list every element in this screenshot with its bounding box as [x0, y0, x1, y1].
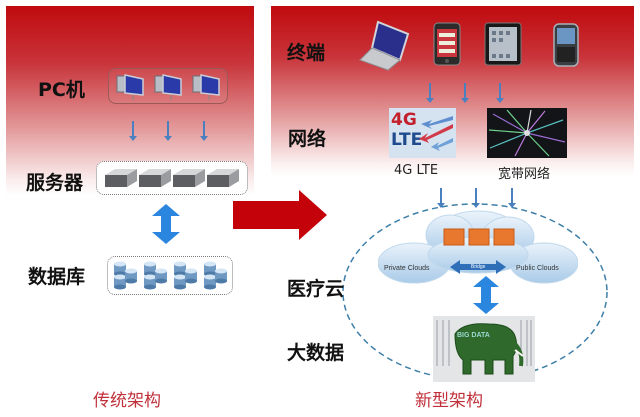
database-icon — [204, 261, 227, 290]
medical-cloud-label: 医疗云 — [287, 278, 345, 300]
server-label: 服务器 — [26, 172, 84, 194]
broadband-icon — [487, 108, 567, 158]
big-data-elephant-image — [433, 316, 535, 382]
down-arrow-icon — [200, 121, 208, 141]
server-group — [96, 161, 248, 195]
private-clouds-label: Private Clouds — [384, 265, 430, 272]
lte-icon-4g-text: 4G — [391, 110, 417, 130]
cloud-icon — [378, 210, 578, 284]
terminal-label: 终端 — [287, 42, 326, 64]
server-icon — [105, 169, 137, 187]
down-arrow-icon — [164, 121, 172, 141]
big-data-label: 大数据 — [287, 342, 345, 364]
traditional-architecture-caption: 传统架构 — [93, 391, 161, 411]
bridge-label: Bridge — [471, 264, 486, 270]
server-icons — [105, 169, 239, 187]
server-icon — [207, 169, 239, 187]
database-icon — [144, 261, 167, 290]
big-data-image-text: BIG DATA — [457, 332, 490, 339]
network-label: 网络 — [288, 128, 327, 150]
pc-icon — [154, 74, 182, 100]
database-label: 数据库 — [28, 266, 86, 288]
bidirectional-arrow-icon — [473, 276, 499, 314]
down-arrow-icon — [461, 83, 469, 103]
down-arrow-icon — [437, 188, 445, 208]
server-icon — [173, 169, 205, 187]
lte-icon: 4G LTE — [389, 108, 456, 158]
pc-icon — [116, 74, 144, 100]
laptop-icon — [359, 20, 410, 71]
down-arrow-icon — [508, 188, 516, 208]
pc-label: PC机 — [38, 79, 85, 101]
bidirectional-arrow-icon — [152, 204, 180, 244]
lte-label: 4G LTE — [394, 163, 439, 178]
lte-icon-lte-text: LTE — [391, 130, 423, 150]
down-arrow-icon — [472, 188, 480, 208]
blackberry-phone-icon — [553, 23, 579, 67]
down-arrow-icon — [426, 83, 434, 103]
public-clouds-label: Public Clouds — [516, 265, 559, 272]
database-group — [107, 256, 233, 295]
smartphone-icon — [433, 22, 461, 66]
database-icon — [114, 261, 137, 290]
signal-arrows-icon — [419, 116, 453, 151]
database-icons — [114, 261, 227, 290]
server-icon — [139, 169, 171, 187]
broadband-label: 宽带网络 — [498, 167, 551, 182]
pc-group — [108, 68, 228, 104]
new-architecture-caption: 新型架构 — [415, 391, 483, 411]
database-icon — [174, 261, 197, 290]
transition-arrow-icon — [233, 190, 327, 240]
tablet-icon — [484, 22, 522, 66]
down-arrow-icon — [496, 83, 504, 103]
pc-icon — [192, 74, 220, 100]
pc-icons — [116, 74, 220, 100]
down-arrow-icon — [129, 121, 137, 141]
